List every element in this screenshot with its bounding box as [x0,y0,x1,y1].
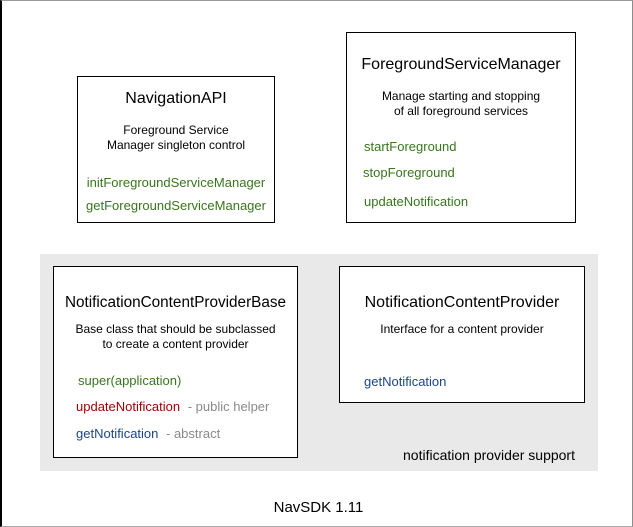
class-box-navigation-api: NavigationAPI Foreground Service Manager… [77,76,275,223]
member-annotation: - public helper [187,399,270,414]
method-init-foreground-service-manager: initForegroundServiceManager [86,175,266,190]
class-title-notification-content-provider: NotificationContentProvider [364,294,560,311]
description-line: Manage starting and stopping [381,89,541,103]
description-line: Base class that should be subclassed [75,322,276,336]
member-get-notification: getNotification - abstract [54,426,297,442]
class-title-navigation-api: NavigationAPI [125,90,227,107]
method-get-notification: getNotification [364,374,447,389]
member-update-notification: updateNotification - public helper [54,399,297,415]
method-start-foreground: startForeground [364,139,457,154]
class-title-foreground-service-manager: ForegroundServiceManager [361,56,561,73]
member-super-application: super(application) [54,373,297,389]
class-box-notification-content-provider: NotificationContentProvider Interface fo… [339,266,585,403]
class-description: Foreground Service Manager singleton con… [78,123,274,153]
description-line: Interface for a content provider [380,322,544,336]
class-title-notification-content-provider-base: NotificationContentProviderBase [64,294,287,311]
member-name: super(application) [78,373,182,388]
method-stop-foreground: stopForeground [363,165,455,180]
class-box-foreground-service-manager: ForegroundServiceManager Manage starting… [346,32,576,223]
sdk-version-label: NavSDK 1.11 [273,499,364,516]
description-line: Foreground Service [123,123,229,137]
member-name: getNotification [76,426,159,441]
method-update-notification: updateNotification [364,194,469,209]
class-description: Base class that should be subclassed to … [54,322,297,352]
member-name: updateNotification [76,399,181,414]
description-line: of all foreground services [393,104,529,118]
description-line: to create a content provider [102,337,249,351]
description-line: Manager singleton control [106,138,246,152]
group-label: notification provider support [403,447,575,463]
class-box-notification-content-provider-base: NotificationContentProviderBase Base cla… [53,266,298,458]
class-description: Manage starting and stopping of all fore… [347,89,575,119]
method-get-foreground-service-manager: getForegroundServiceManager [86,198,266,213]
member-annotation: - abstract [166,426,221,441]
class-description: Interface for a content provider [340,322,584,337]
